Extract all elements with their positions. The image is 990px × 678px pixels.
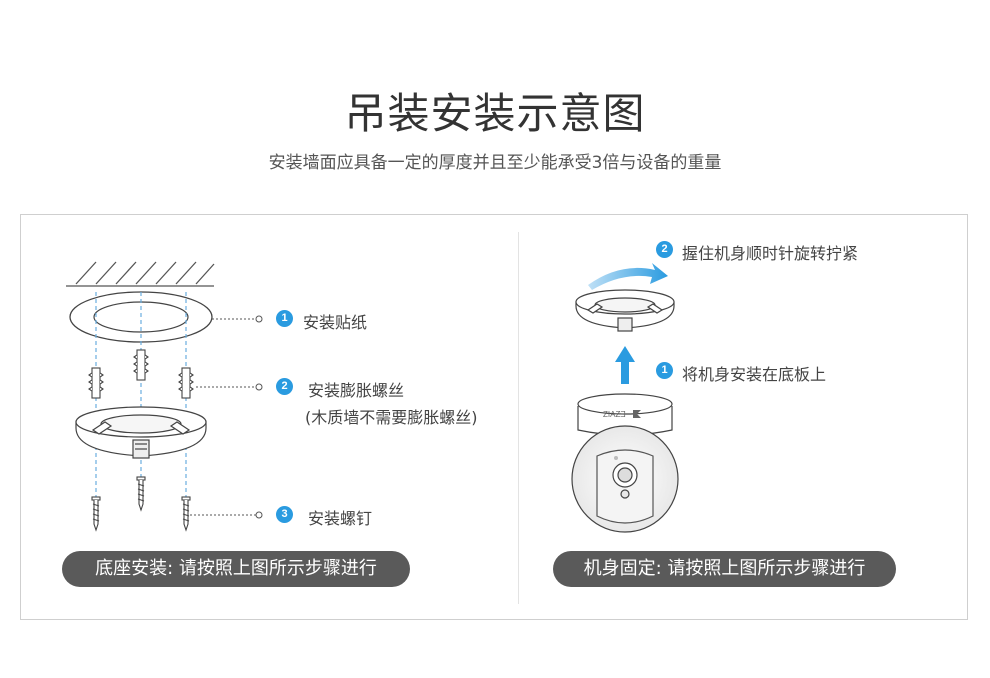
step-label-anchors: 安装膨胀螺丝	[308, 381, 405, 400]
step-label-sticker: 安装贴纸	[303, 313, 368, 332]
step-number-badge: 2	[656, 241, 673, 258]
step-number-badge: 3	[276, 506, 293, 523]
rotate-arrow	[588, 263, 668, 290]
step-note-anchors: (木质墙不需要膨胀螺丝)	[305, 408, 478, 427]
page-subtitle: 安装墙面应具备一定的厚度并且至少能承受3倍与设备的重量	[268, 153, 722, 173]
step-number-badge: 2	[276, 378, 293, 395]
up-arrow	[615, 346, 635, 384]
base-plate	[75, 406, 207, 459]
step-label-screws: 安装螺钉	[308, 509, 373, 528]
step-number-badge: 1	[656, 362, 673, 379]
page-title: 吊装安装示意图	[344, 89, 646, 138]
screws	[91, 476, 191, 532]
expansion-anchors	[88, 349, 194, 399]
caption-base-install: 底座安装: 请按照上图所示步骤进行	[62, 551, 410, 587]
instruction-panel	[20, 214, 968, 620]
camera-mount-plate	[575, 289, 675, 332]
ceiling-hatch	[66, 261, 215, 287]
panel-divider	[518, 232, 519, 604]
step-label-mount: 将机身安装在底板上	[682, 365, 827, 384]
camera-body: ZIAZƎ	[571, 393, 679, 533]
leader-dots-left	[255, 315, 263, 519]
step-label-rotate: 握住机身顺时针旋转拧紧	[682, 244, 859, 263]
caption-body-fix: 机身固定: 请按照上图所示步骤进行	[553, 551, 896, 587]
svg-text:ZIAZƎ: ZIAZƎ	[603, 410, 626, 419]
step-number-badge: 1	[276, 310, 293, 327]
leader-lines-left	[190, 318, 256, 516]
